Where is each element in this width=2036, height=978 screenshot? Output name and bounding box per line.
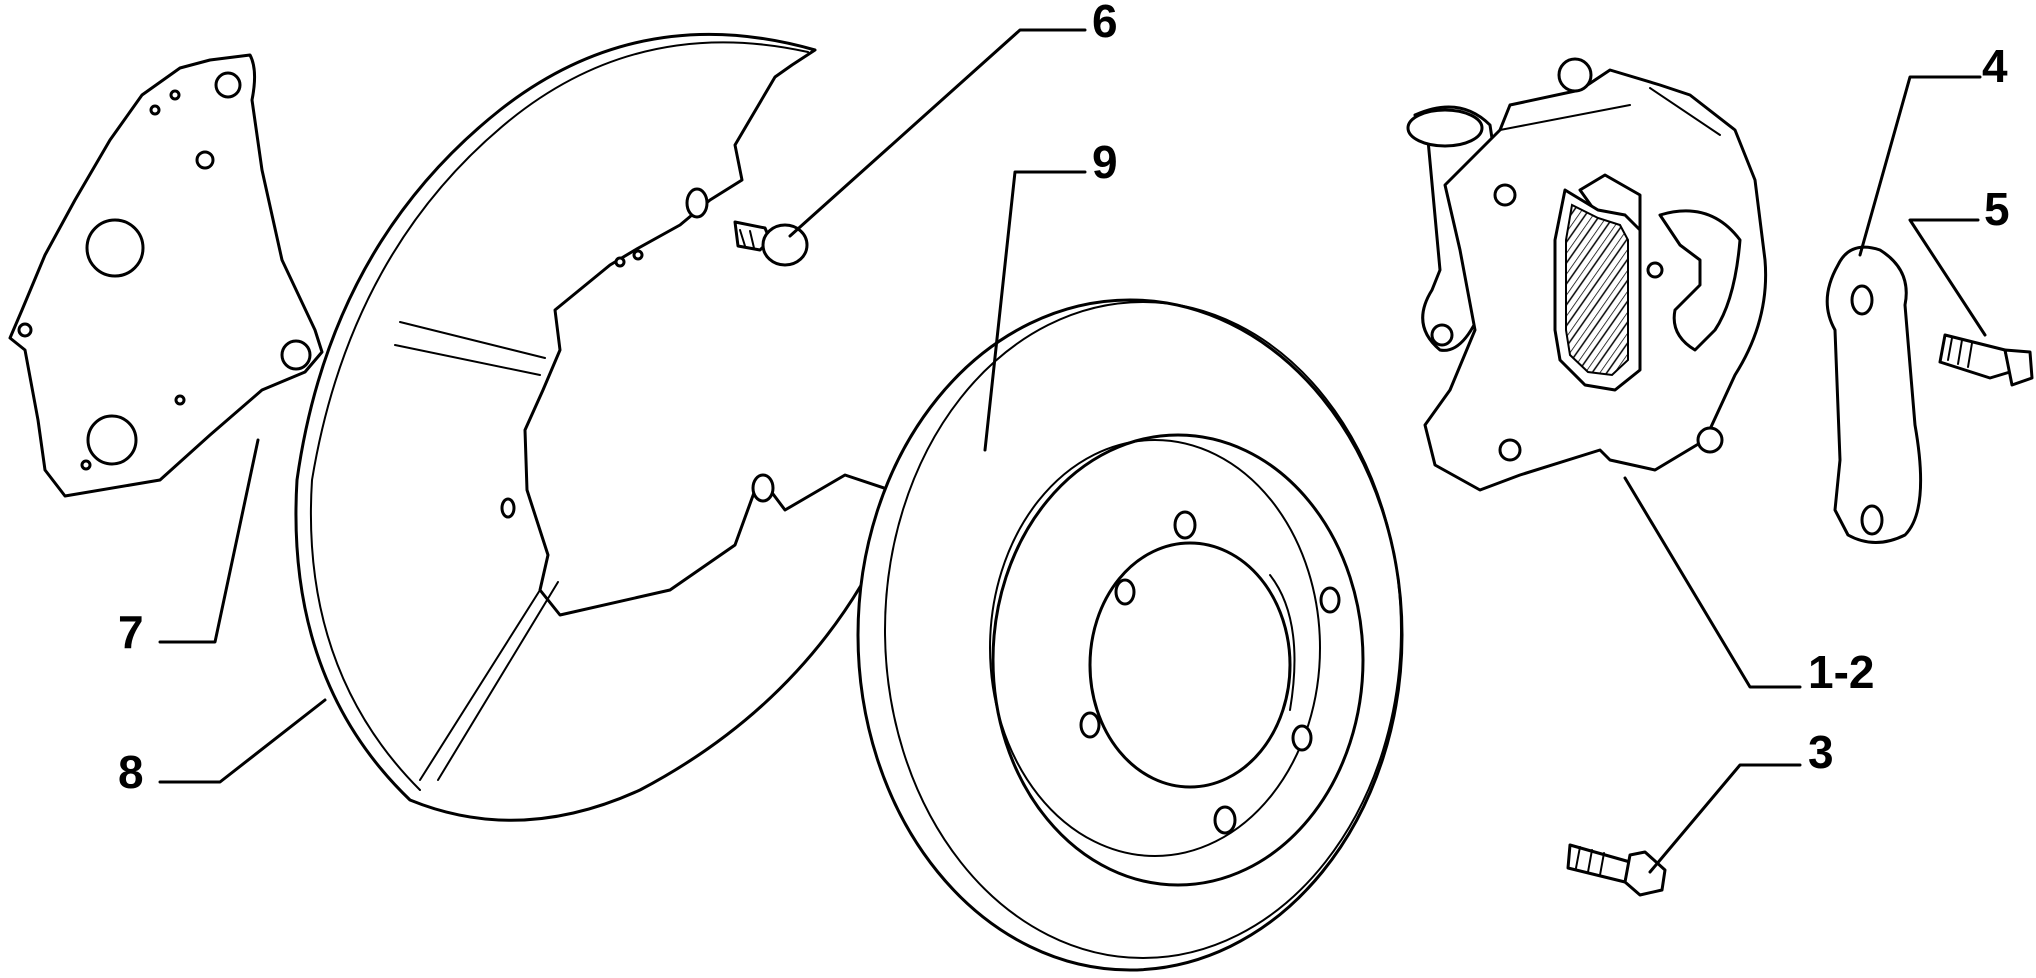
caliper-bolt	[1566, 843, 1667, 897]
leader-1-2	[1623, 476, 1802, 689]
callout-9: 9	[1092, 136, 1118, 188]
leader-9	[983, 170, 1087, 452]
callout-8: 8	[118, 746, 144, 798]
leader-6	[788, 28, 1087, 238]
shield-bolt	[733, 220, 809, 267]
callout-1-2: 1-2	[1808, 646, 1874, 698]
dust-shield	[294, 32, 907, 822]
leader-3	[1648, 763, 1802, 874]
callout-3: 3	[1808, 726, 1834, 778]
leader-8	[158, 698, 327, 784]
leader-5	[1908, 218, 1987, 337]
mounting-plate	[8, 53, 324, 498]
callout-5: 5	[1984, 183, 2010, 235]
leader-lines	[158, 28, 1987, 874]
callout-6: 6	[1092, 0, 1118, 47]
brake-caliper	[1406, 57, 1768, 492]
bracket-bolt	[1938, 333, 2034, 387]
callout-labels: 6 9 7 8 1-2 4 5 3	[118, 0, 2010, 798]
callout-7: 7	[118, 606, 144, 658]
leader-7	[158, 438, 260, 644]
link-bracket	[1825, 245, 1923, 544]
leader-4	[1858, 75, 1982, 257]
callout-4: 4	[1982, 40, 2008, 92]
brake-disc	[856, 298, 1404, 972]
